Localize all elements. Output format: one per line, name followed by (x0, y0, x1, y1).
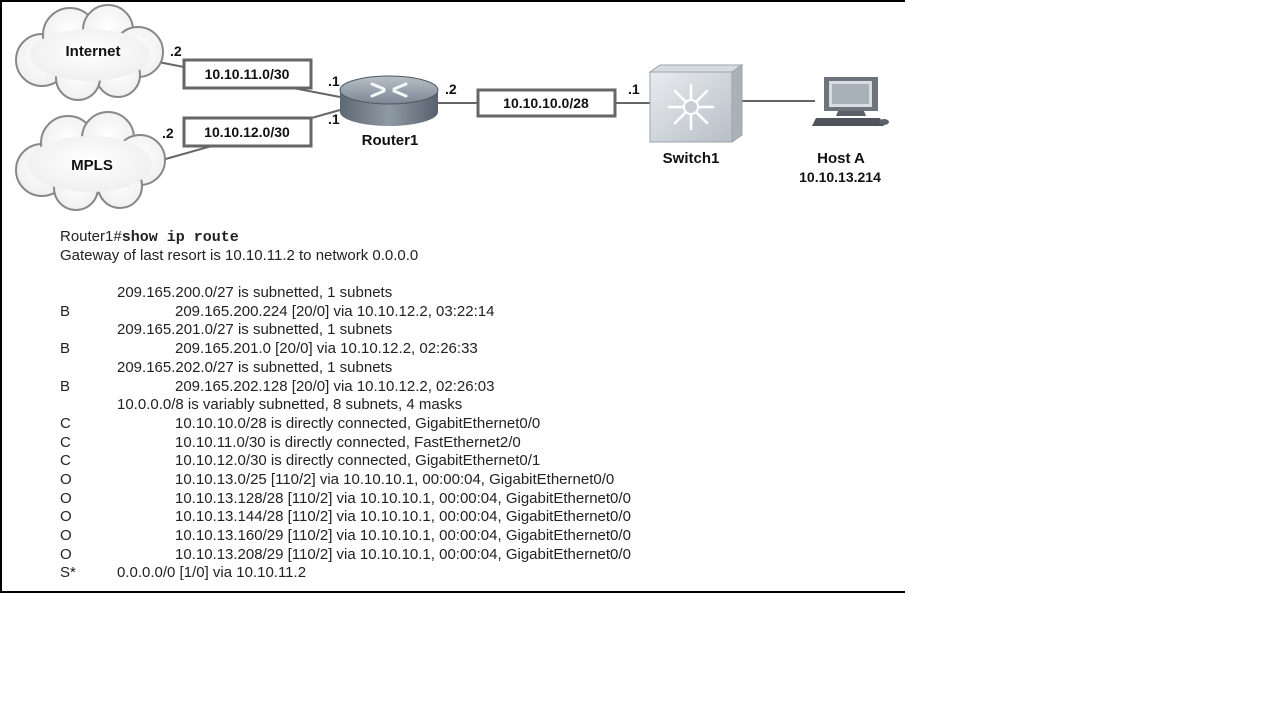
route-row: B 209.165.202.128 [20/0] via 10.10.12.2, … (60, 377, 494, 397)
mpls-label: MPLS (71, 157, 113, 174)
route-text: 10.10.11.0/30 is directly connected, Fas… (175, 433, 521, 451)
route-code: C (60, 433, 71, 451)
addr-internet-far: .2 (170, 43, 182, 59)
host-ip-label: 10.10.13.214 (799, 169, 881, 185)
route-row: O 10.10.13.160/29 [110/2] via 10.10.10.1,… (60, 527, 631, 546)
route-text: 10.10.12.0/30 is directly connected, Gig… (175, 452, 541, 470)
route-code: O (60, 508, 72, 526)
cli-command-line: Router1#show ip route (60, 228, 418, 247)
route-code: B (60, 340, 71, 358)
subnet-box-switch: 10.10.10.0/28 (476, 88, 617, 118)
blank-line (60, 265, 418, 284)
route-code: S* (60, 564, 76, 582)
route-row: 10.0.0.0/8 is variably subnetted, 8 subn… (60, 396, 462, 415)
internet-label: Internet (65, 43, 120, 60)
host-label: Host A (817, 150, 865, 167)
route-row: S* 0.0.0.0/0 [1/0] via 10.10.11.2 (60, 564, 418, 583)
route-code: O (60, 470, 72, 488)
router-icon (339, 75, 439, 126)
route-text: 10.10.10.0/28 is directly connected, Gig… (175, 414, 541, 432)
route-code: B (60, 377, 71, 395)
router-label: Router1 (362, 132, 419, 149)
route-text: 209.165.202.128 [20/0] via 10.10.12.2, 0… (175, 377, 495, 395)
subnet-internet-text: 10.10.11.0/30 (205, 66, 290, 82)
figure-frame (0, 0, 905, 593)
subnet-box-mpls: 10.10.12.0/30 (182, 116, 313, 148)
route-code: C (60, 452, 71, 470)
subnet-switch-text: 10.10.10.0/28 (503, 95, 589, 111)
route-row: C 10.10.11.0/30 is directly connected, Fa… (60, 433, 521, 453)
route-row: O 10.10.13.128/28 [110/2] via 10.10.10.1,… (60, 489, 631, 509)
route-row: C 10.10.12.0/30 is directly connected, Gi… (60, 452, 540, 471)
route-text: 10.10.13.144/28 [110/2] via 10.10.10.1, … (175, 508, 631, 526)
route-row: C 10.10.10.0/28 is directly connected, Gi… (60, 414, 540, 434)
route-code: O (60, 545, 72, 563)
switch-label: Switch1 (663, 150, 720, 167)
route-text: 10.10.13.0/25 [110/2] via 10.10.10.1, 00… (175, 470, 615, 488)
route-text: 209.165.202.0/27 is subnetted, 1 subnets (117, 358, 393, 376)
route-code: B (60, 302, 71, 320)
route-row: B 209.165.200.224 [20/0] via 10.10.12.2, … (60, 302, 494, 322)
route-row: 209.165.200.0/27 is subnetted, 1 subnets (60, 284, 418, 303)
internet-cloud: Internet (15, 4, 164, 101)
route-code: C (60, 414, 71, 432)
route-row: O 10.10.13.0/25 [110/2] via 10.10.10.1, 0… (60, 470, 614, 490)
route-text: 10.10.13.128/28 [110/2] via 10.10.10.1, … (175, 489, 631, 507)
route-text: 209.165.200.224 [20/0] via 10.10.12.2, 0… (175, 302, 495, 320)
route-row: O 10.10.13.208/29 [110/2] via 10.10.10.1,… (60, 545, 631, 565)
host-computer-icon (812, 77, 889, 126)
addr-router-mpls: .1 (328, 111, 340, 127)
route-row: B 209.165.201.0 [20/0] via 10.10.12.2, 02… (60, 340, 478, 359)
route-list: 209.165.200.0/27 is subnetted, 1 subnets… (60, 284, 631, 583)
addr-router-switch: .2 (445, 81, 457, 97)
mpls-cloud: MPLS (15, 111, 166, 211)
route-text: 10.10.13.208/29 [110/2] via 10.10.10.1, … (175, 545, 631, 563)
gateway-line: Gateway of last resort is 10.10.11.2 to … (60, 247, 418, 266)
gateway-text: Gateway of last resort is 10.10.11.2 to … (60, 246, 419, 264)
route-text: 10.0.0.0/8 is variably subnetted, 8 subn… (117, 396, 463, 414)
cli-prompt: Router1# (60, 228, 122, 245)
route-row: 209.165.202.0/27 is subnetted, 1 subnets (60, 359, 418, 378)
cli-command: show ip route (121, 229, 239, 246)
subnet-box-internet: 10.10.11.0/30 (182, 58, 313, 90)
route-text: 209.165.200.0/27 is subnetted, 1 subnets (117, 284, 393, 302)
route-text: 209.165.201.0/27 is subnetted, 1 subnets (117, 321, 393, 339)
route-row: 209.165.201.0/27 is subnetted, 1 subnets (60, 321, 418, 340)
switch-icon (648, 64, 744, 143)
addr-router-internet: .1 (328, 73, 340, 89)
route-code: O (60, 527, 72, 544)
route-code: O (60, 489, 72, 507)
addr-mpls-far: .2 (162, 125, 174, 141)
subnet-mpls-text: 10.10.12.0/30 (204, 124, 290, 140)
addr-switch-router: .1 (628, 81, 640, 97)
route-text: 10.10.13.160/29 [110/2] via 10.10.10.1, … (175, 527, 631, 544)
route-row: O 10.10.13.144/28 [110/2] via 10.10.10.1,… (60, 508, 631, 527)
route-text: 0.0.0.0/0 [1/0] via 10.10.11.2 (117, 564, 307, 582)
routing-table-output: Router1#show ip route Gateway of last re… (60, 228, 631, 583)
route-text: 209.165.201.0 [20/0] via 10.10.12.2, 02:… (175, 340, 478, 358)
network-diagram: Internet MPLS 10.10.11.0/30 10.10.12.0/3… (15, 4, 889, 211)
